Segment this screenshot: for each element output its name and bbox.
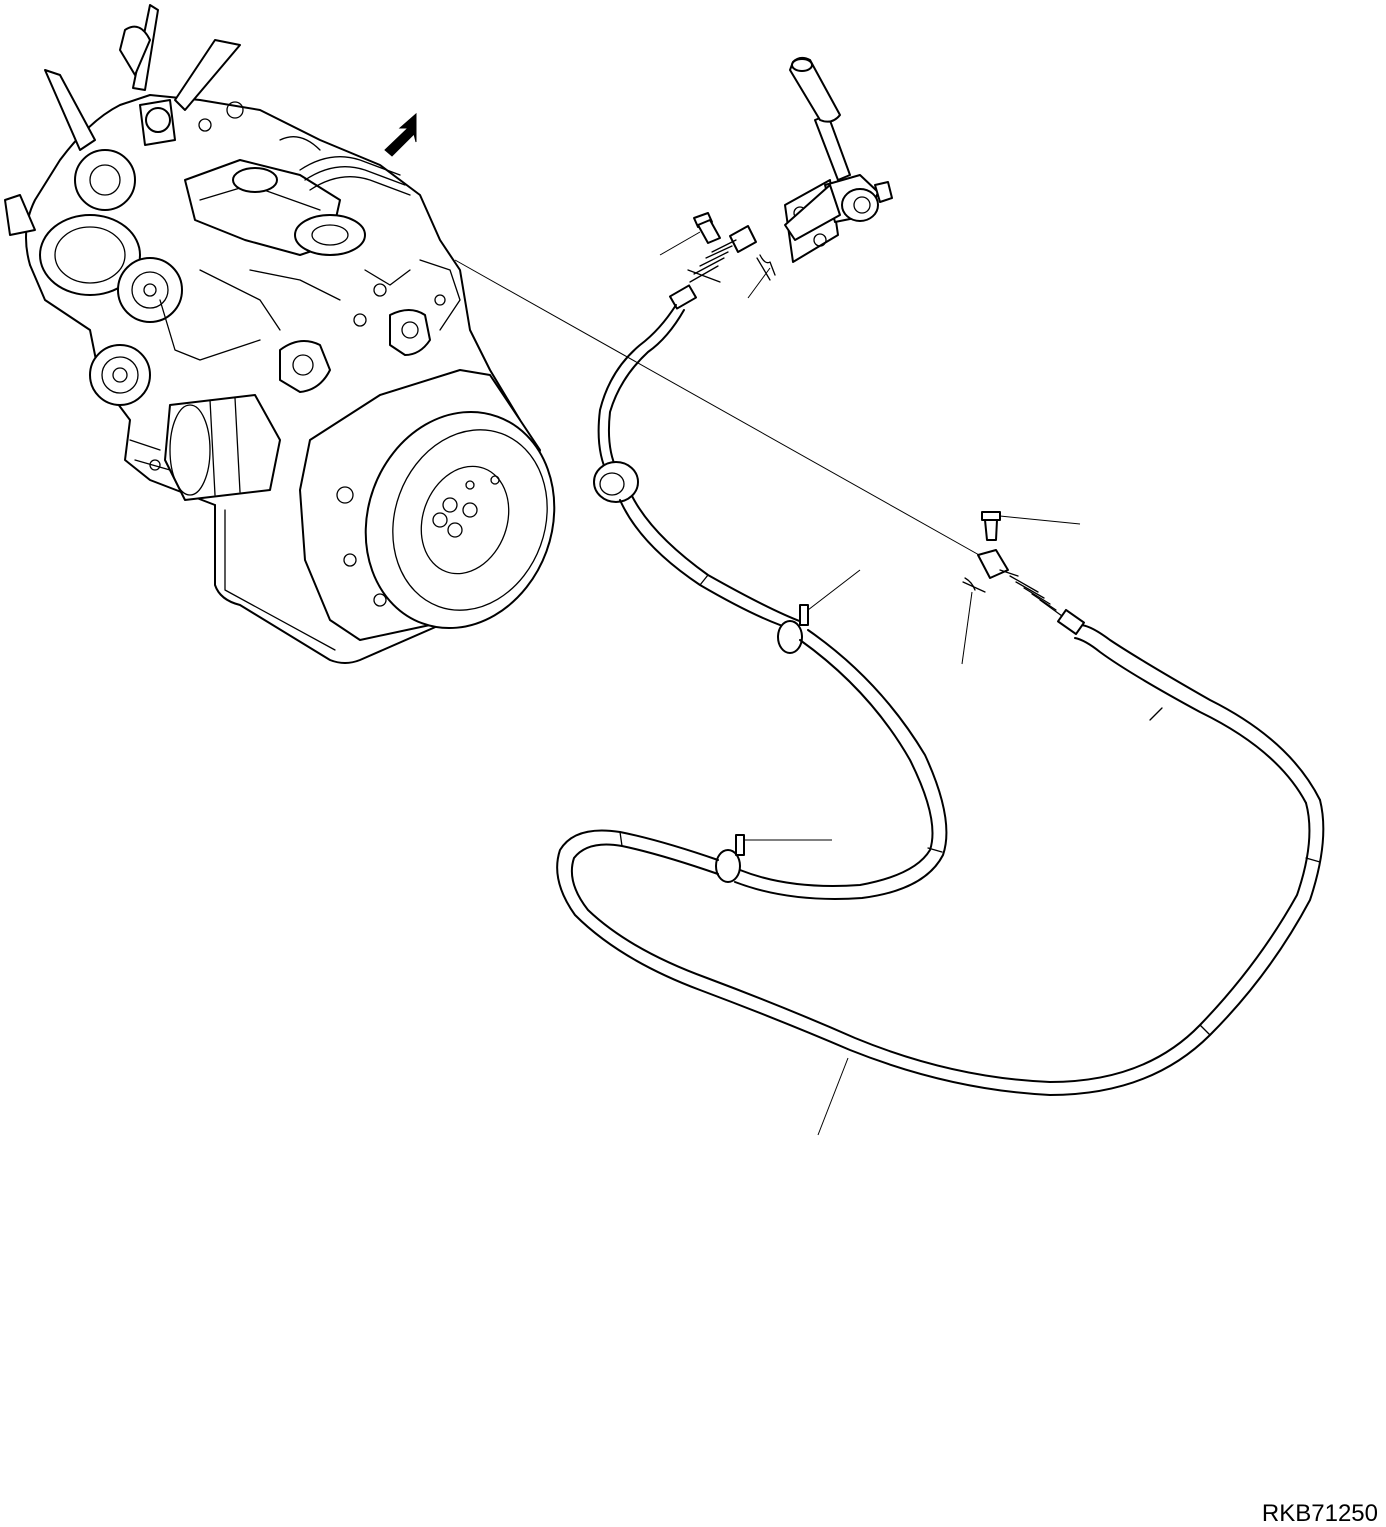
cable-clamp-icon: [777, 569, 861, 654]
cotter-pin-icon: [747, 254, 776, 299]
cable-clamp-icon: [715, 834, 832, 883]
clevis-pin-icon: [659, 212, 721, 256]
direction-arrow-icon: [384, 112, 417, 157]
clevis-pin-icon: [981, 511, 1081, 541]
engine-assembly-icon: [4, 4, 556, 664]
grommet-icon: [593, 461, 639, 503]
reference-code: RKB71250: [1262, 1500, 1378, 1527]
leader-line-engine: [454, 259, 989, 561]
throttle-lever-icon: [784, 56, 893, 263]
throttle-cable-icon: [556, 225, 1325, 1136]
cotter-pin-icon: [961, 577, 986, 665]
